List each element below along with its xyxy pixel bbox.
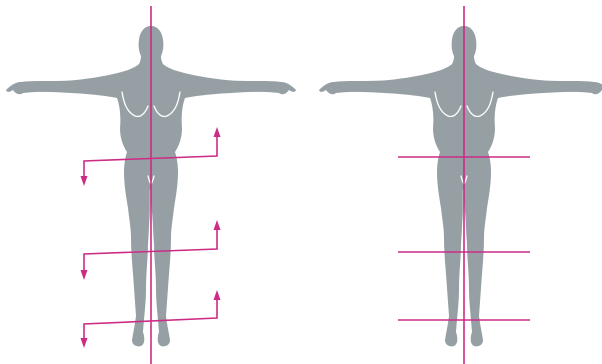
arrow-down-upper-icon: [81, 176, 88, 186]
body-silhouette-right: [319, 0, 602, 346]
arrow-up-upper-icon: [214, 127, 221, 137]
arrow-up-middle-icon: [214, 220, 221, 230]
arrow-down-middle-icon: [81, 270, 88, 280]
figure-right: [319, 0, 602, 346]
arrow-up-lower-icon: [214, 290, 221, 300]
arrow-down-lower-icon: [81, 338, 88, 348]
